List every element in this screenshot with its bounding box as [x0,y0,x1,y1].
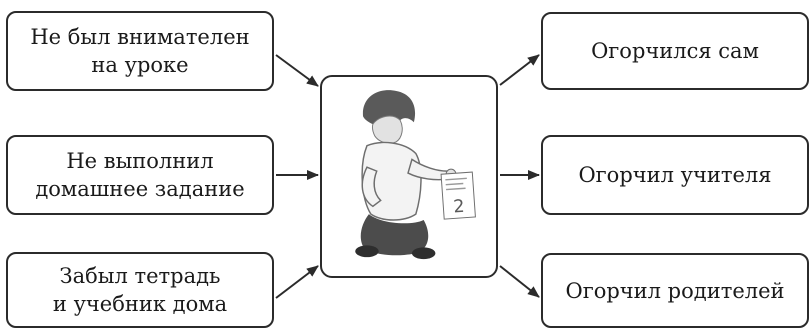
boy-arm-left [361,166,382,208]
boy-shoe-back [411,247,436,260]
effect-2-label: Огорчил учителя [578,163,772,187]
effect-3-label: Огорчил родителей [565,278,785,303]
boy-face [371,115,403,144]
cause-1-line-1: Не был внимателен [30,25,250,49]
arrow-effect-3 [499,265,540,298]
cause-3-line-1: Забыл тетрадь [59,264,221,288]
arrow-cause-1 [275,54,319,87]
boy-shoe-front [355,245,379,258]
cause-box-forgot-books: Забыл тетрадь и учебник дома [6,252,274,328]
effect-box-self-upset: Огорчился сам [541,12,809,90]
effect-box-teacher-upset: Огорчил учителя [541,135,809,215]
cause-box-no-homework: Не выполнил домашнее задание [6,135,274,215]
boy-legs [360,214,429,256]
cause-2-line-2: домашнее задание [35,177,245,201]
sad-boy-illustration: 2 [355,90,476,260]
cause-3-line-2: и учебник дома [52,292,228,316]
boy-hair [362,90,416,125]
arrow-cause-3 [275,265,319,299]
cause-box-inattentive: Не был внимателен на уроке [6,11,274,91]
arrow-effect-1 [499,54,540,86]
center-illustration-frame: 2 [320,75,498,278]
effect-1-label: Огорчился сам [591,39,759,63]
effect-box-parents-upset: Огорчил родителей [541,253,809,328]
cause-1-line-2: на уроке [91,53,189,77]
grade-mark: 2 [453,197,466,218]
cause-2-line-1: Не выполнил [66,149,214,173]
grade-paper: 2 [440,171,476,220]
